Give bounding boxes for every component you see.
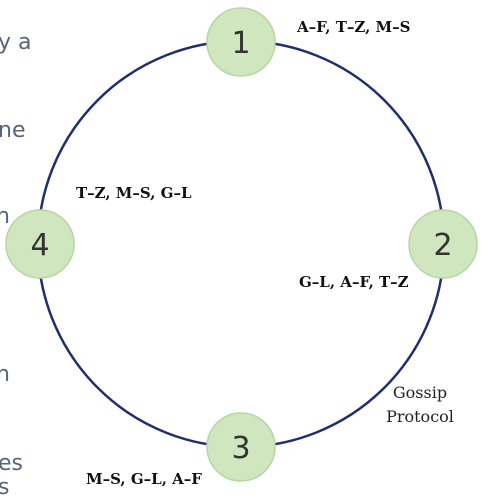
node-1-circle: [206, 7, 276, 77]
clipped-text-5: es: [0, 451, 23, 476]
node-4: 4: [5, 209, 75, 279]
node-3-label: 3: [231, 431, 250, 466]
node-3-circle: [206, 412, 276, 482]
clipped-text-2: ne: [0, 118, 26, 143]
clipped-text-4: n: [0, 362, 10, 387]
node-4-ranges: T–Z, M–S, G–L: [76, 184, 192, 202]
clipped-text-3: n: [0, 204, 10, 229]
node-2-ranges: G–L, A–F, T–Z: [299, 273, 409, 291]
node-1-label: 1: [231, 26, 250, 61]
node-4-label: 4: [30, 228, 49, 263]
node-1: 1: [206, 7, 276, 77]
node-2-label: 2: [433, 228, 452, 263]
node-3-ranges: M–S, G–L, A–F: [86, 470, 202, 488]
protocol-label-line1: Gossip: [393, 383, 447, 402]
node-2-circle: [408, 209, 478, 279]
node-4-circle: [5, 209, 75, 279]
protocol-label-line2: Protocol: [386, 407, 454, 426]
node-1-ranges: A–F, T–Z, M–S: [296, 18, 410, 36]
clipped-text-1: y a: [0, 30, 32, 55]
node-3: 3: [206, 412, 276, 482]
clipped-text-6: s: [0, 475, 10, 500]
node-2: 2: [408, 209, 478, 279]
ring-circle: [36, 39, 446, 449]
